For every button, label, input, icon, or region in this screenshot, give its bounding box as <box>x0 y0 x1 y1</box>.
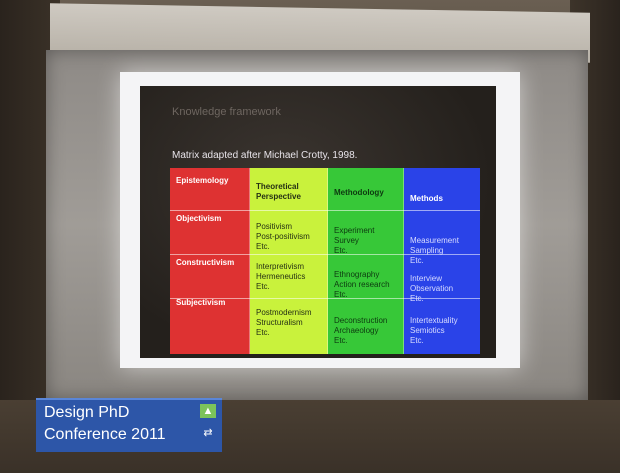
cell-objectivism: Objectivism <box>176 214 222 223</box>
cell-methodology-line: Deconstruction <box>334 316 388 325</box>
cell-methodology-line: Archaeology <box>334 326 379 335</box>
column-epistemology <box>170 168 250 354</box>
column-theoretical-perspective <box>250 168 328 354</box>
cell-methodology-line: Experiment <box>334 226 375 235</box>
header-methods: Methods <box>410 194 443 203</box>
cell-methodology-line: Ethnography <box>334 270 380 279</box>
cell-methods-line: Etc. <box>410 294 424 303</box>
cell-methodology-line: Survey <box>334 236 359 245</box>
cell-theoretical-line: Etc. <box>256 282 270 291</box>
cell-subjectivism: Subjectivism <box>176 298 226 307</box>
slide-subtitle: Matrix adapted after Michael Crotty, 199… <box>172 150 358 161</box>
logo-mark-icon: ▲ <box>200 404 216 418</box>
cell-methods-line: Measurement <box>410 236 459 245</box>
header-perspective: Perspective <box>256 192 301 201</box>
cell-theoretical-line: Etc. <box>256 328 270 337</box>
cell-methods-line: Sampling <box>410 246 444 255</box>
cell-methodology-line: Etc. <box>334 246 348 255</box>
header-methodology: Methodology <box>334 188 384 197</box>
knowledge-matrix: Epistemology Theoretical Perspective Met… <box>170 168 480 354</box>
cell-theoretical-line: Positivism <box>256 222 293 231</box>
cell-methodology-line: Etc. <box>334 336 348 345</box>
column-methods <box>404 168 480 354</box>
cell-theoretical-line: Etc. <box>256 242 270 251</box>
cell-theoretical-line: Post-positivism <box>256 232 310 241</box>
cell-methods-line: Intertextuality <box>410 316 458 325</box>
cell-theoretical-line: Hermeneutics <box>256 272 306 281</box>
logo-line-2: Conference 2011 <box>44 426 166 443</box>
cell-methods-line: Semiotics <box>410 326 445 335</box>
logo-arrows-icon: ⇄ <box>203 427 213 439</box>
cell-methods-line: Etc. <box>410 336 424 345</box>
row-divider <box>170 298 480 299</box>
cell-methods-line: Interview <box>410 274 443 283</box>
cell-methodology-line: Etc. <box>334 290 348 299</box>
cell-methodology-line: Action research <box>334 280 390 289</box>
cell-theoretical-line: Postmodernism <box>256 308 312 317</box>
logo-line-1: Design PhD <box>44 404 130 421</box>
cell-theoretical-line: Structuralism <box>256 318 303 327</box>
cell-methods-line: Etc. <box>410 256 424 265</box>
column-methodology <box>328 168 404 354</box>
conference-logo: Design PhD Conference 2011 ▲ ⇄ <box>36 398 222 452</box>
header-epistemology: Epistemology <box>176 176 229 185</box>
row-divider <box>170 254 480 255</box>
cell-constructivism: Constructivism <box>176 258 235 267</box>
slide-heading: Knowledge framework <box>172 106 281 118</box>
cell-methods-line: Observation <box>410 284 454 293</box>
row-divider <box>170 210 480 211</box>
cell-theoretical-line: Interpretivism <box>256 262 305 271</box>
header-theoretical: Theoretical <box>256 182 299 191</box>
